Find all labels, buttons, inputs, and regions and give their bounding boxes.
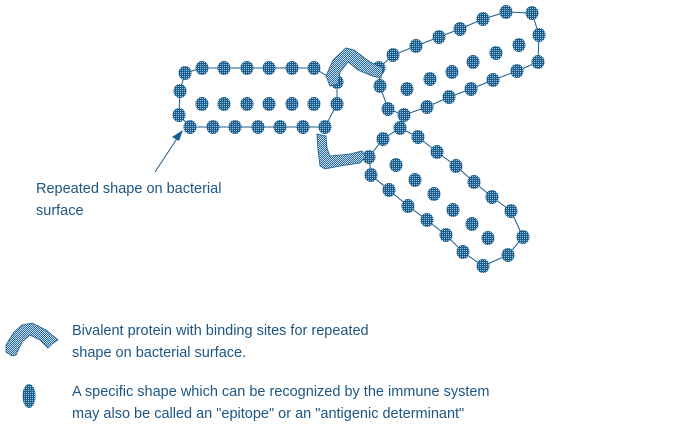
epitope-dot [307,97,321,111]
epitope-dot [486,73,500,87]
epitope-dot [296,120,310,134]
epitope-dot [376,132,390,146]
legend-protein-icon [5,322,59,357]
epitope-dot [240,97,254,111]
epitope-dot [476,259,490,273]
legend-protein-text: Bivalent protein with binding sites for … [72,320,369,364]
epitope-dot [427,187,441,201]
epitope-dot [195,61,209,75]
epitope-dot [389,158,403,172]
epitope-dot [409,39,423,53]
epitope-dot [183,120,197,134]
legend-epitope-text: A specific shape which can be recognized… [72,381,490,425]
epitope-dot [420,213,434,227]
epitope-dot [381,102,395,116]
epitope-dot [420,100,434,114]
epitope-dot [489,46,503,60]
epitope-dot [439,228,453,242]
epitope-dot [307,61,321,75]
epitope-dot [393,121,407,135]
legend-protein-line2: shape on bacterial surface. [72,345,247,361]
epitope-dot [173,84,187,98]
epitope-dot [449,159,463,173]
epitope-dot [400,82,414,96]
legend-protein-line1: Bivalent protein with binding sites for … [72,323,369,339]
epitope-dot [442,90,456,104]
epitope-dot [430,145,444,159]
bivalent-protein-upper [325,47,384,87]
epitope-dot [516,230,530,244]
epitope-dot [499,5,513,19]
epitope-dot [373,79,387,93]
epitope-dot [251,120,265,134]
epitope-dot [386,48,400,62]
annotation-line1: Repeated shape on bacterial [36,181,222,197]
epitope-dot [476,12,490,26]
legend-epitope-icon [22,384,36,408]
epitope-dot [362,150,376,164]
epitope-dot [423,72,437,86]
epitope-dot [217,61,231,75]
bacterium-outline [368,127,524,267]
epitope-dot [195,97,209,111]
epitope-dot [446,203,460,217]
epitope-dot [466,55,480,69]
epitope-dot [262,97,276,111]
epitope-dot [481,231,495,245]
legend-epitope-line1: A specific shape which can be recognized… [72,384,490,400]
annotation-line2: surface [36,203,84,219]
epitope-dot [445,65,459,79]
epitope-dot [456,245,470,259]
epitope-dot [285,97,299,111]
epitope-dot [464,82,478,96]
epitope-dot [485,190,499,204]
epitope-dot [285,61,299,75]
epitope-dot [228,120,242,134]
epitope-dot [217,97,231,111]
epitope-dot [408,173,422,187]
annotation-arrow [154,130,183,173]
epitope-dot [397,108,411,122]
epitope-dot [432,30,446,44]
epitope-dot [531,55,545,69]
epitope-dot [512,38,526,52]
epitope-dot [318,120,332,134]
epitope-dot [510,64,524,78]
bacteria-outlines [178,11,540,267]
epitope-dot [411,130,425,144]
epitope-dot [206,120,220,134]
epitope-dot [501,248,515,262]
legend-epitope-line2: may also be called an "epitope" or an "a… [72,406,465,422]
epitope-dot [401,199,415,213]
epitope-dot [273,120,287,134]
epitope-dot [240,61,254,75]
epitope-dots [172,5,546,273]
epitope-dot [364,168,378,182]
bivalent-protein-lower [316,133,367,170]
epitope-dot [504,204,518,218]
annotation-label: Repeated shape on bacterial surface [36,178,221,222]
epitope-dot [382,183,396,197]
epitope-dot [172,108,186,122]
epitope-dot [262,61,276,75]
epitope-dot [525,6,539,20]
epitope-dot [178,66,192,80]
epitope-dot [453,22,467,36]
epitope-dot [467,175,481,189]
epitope-dot [532,28,546,42]
epitope-dot [465,217,479,231]
epitope-dot [330,97,344,111]
